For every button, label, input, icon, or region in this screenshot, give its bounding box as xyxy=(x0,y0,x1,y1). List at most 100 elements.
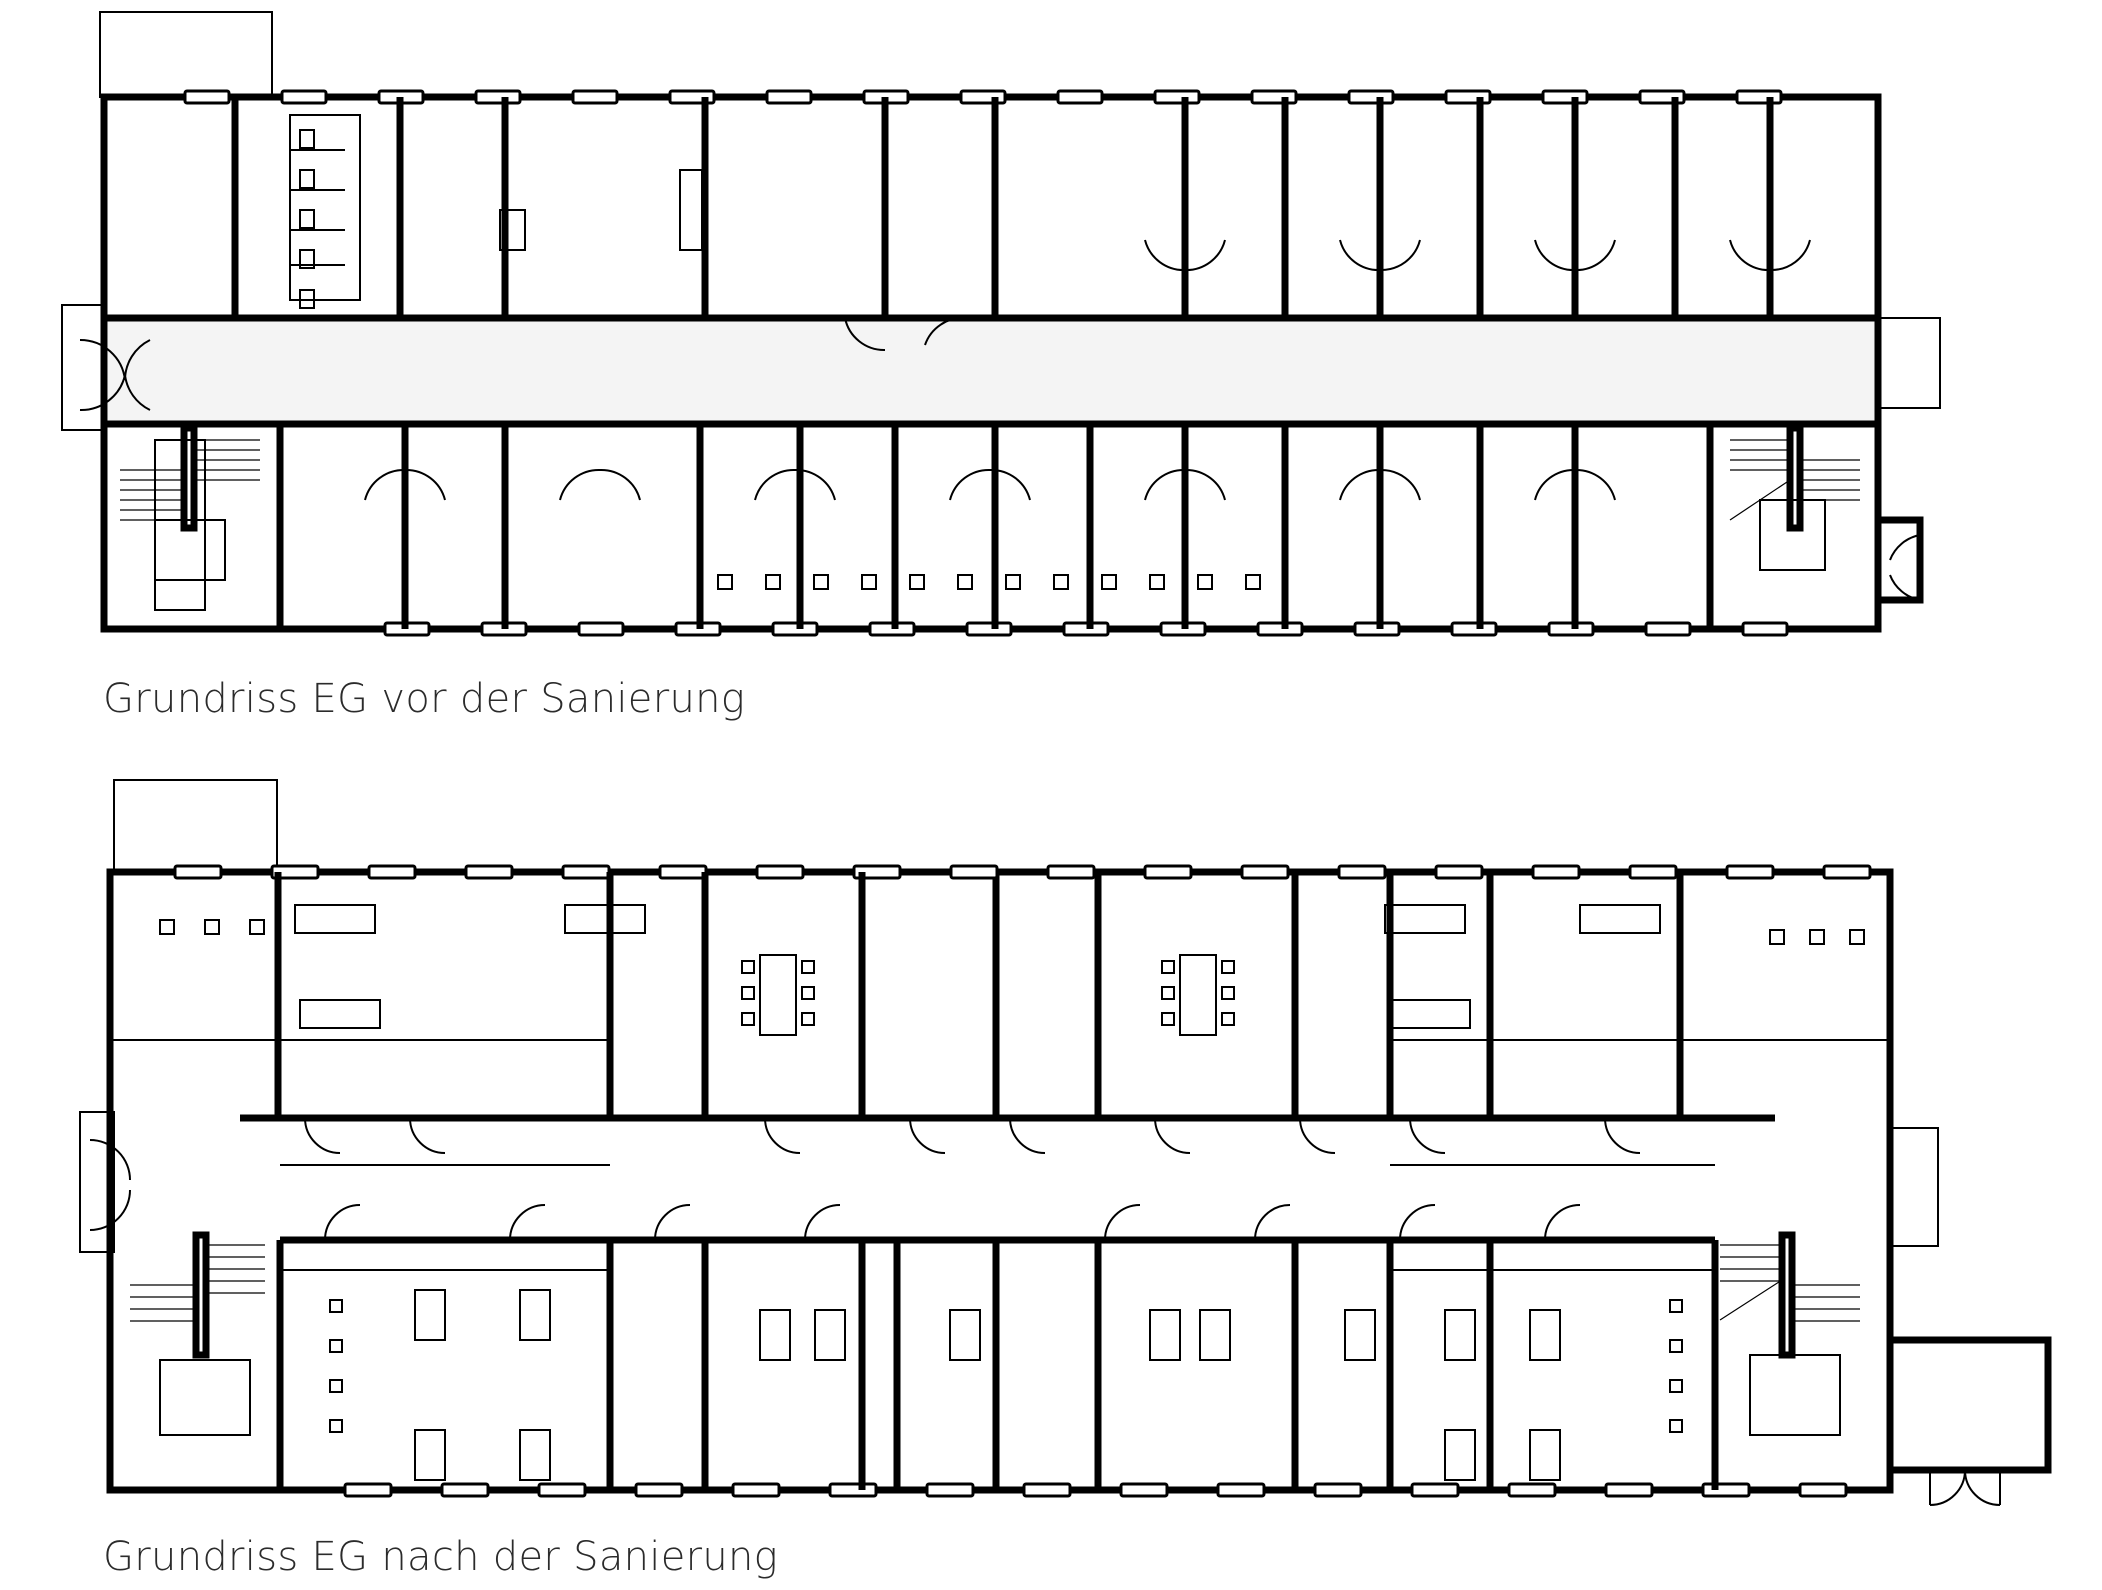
bed xyxy=(1529,1429,1561,1481)
window xyxy=(731,1482,781,1498)
window xyxy=(561,864,611,880)
door-swing xyxy=(409,1117,446,1154)
door-swing xyxy=(1399,1204,1436,1241)
chair xyxy=(1161,986,1175,1000)
furniture-item xyxy=(329,1339,343,1353)
entrance-bay-left-after xyxy=(79,1111,115,1253)
bed xyxy=(1199,1309,1231,1361)
bed xyxy=(294,904,376,934)
furniture-item xyxy=(1197,574,1213,590)
furniture-item xyxy=(204,919,220,935)
furniture-item xyxy=(1053,574,1069,590)
window xyxy=(1240,864,1290,880)
window xyxy=(1450,621,1498,637)
floor-plan-after xyxy=(79,779,2052,1506)
doors-after xyxy=(89,1117,1641,1241)
furniture-before xyxy=(299,129,1261,590)
double-door xyxy=(1534,239,1616,272)
furniture-item xyxy=(1005,574,1021,590)
vestibule-right-before xyxy=(1878,516,1924,604)
windows-north-after xyxy=(173,864,1872,880)
window xyxy=(1531,864,1581,880)
door-swing xyxy=(1604,1117,1641,1154)
furniture-item xyxy=(861,574,877,590)
window xyxy=(1347,89,1395,105)
door-swing xyxy=(324,1204,361,1241)
bed xyxy=(299,999,381,1029)
door-swing xyxy=(1154,1117,1191,1154)
furniture-item xyxy=(1669,1419,1683,1433)
window xyxy=(440,1482,490,1498)
doors-before xyxy=(79,239,1811,501)
double-door xyxy=(949,468,1031,501)
window xyxy=(343,1482,393,1498)
window xyxy=(965,621,1013,637)
caption-before: Grundriss EG vor der Sanierung xyxy=(103,676,746,722)
window xyxy=(1119,1482,1169,1498)
chair xyxy=(1161,960,1175,974)
window xyxy=(183,89,231,105)
toilet-fixture xyxy=(299,249,315,269)
door-swing xyxy=(304,1117,341,1154)
window xyxy=(1062,621,1110,637)
corridor-door xyxy=(844,316,966,352)
furniture-after xyxy=(159,904,1865,1481)
dining-table xyxy=(1179,954,1217,1036)
corridor-before xyxy=(108,318,1878,424)
bed xyxy=(1344,1309,1376,1361)
window xyxy=(658,864,708,880)
window xyxy=(577,621,625,637)
dining-table xyxy=(759,954,797,1036)
staircase-left-after xyxy=(130,1231,265,1436)
window xyxy=(1313,1482,1363,1498)
double-door xyxy=(1339,239,1421,272)
door-swing xyxy=(1009,1117,1046,1154)
window xyxy=(1701,1482,1751,1498)
annex-right-before xyxy=(1877,317,1941,409)
window xyxy=(771,621,819,637)
door-swing xyxy=(1254,1204,1291,1241)
window xyxy=(765,89,813,105)
window xyxy=(1046,864,1096,880)
furniture-item xyxy=(957,574,973,590)
chair xyxy=(741,960,755,974)
bed xyxy=(759,1309,791,1361)
window xyxy=(755,864,805,880)
window xyxy=(1143,864,1193,880)
door-swing xyxy=(804,1204,841,1241)
window xyxy=(173,864,223,880)
door-swing xyxy=(509,1204,546,1241)
furniture-item xyxy=(159,919,175,935)
furniture-item xyxy=(1149,574,1165,590)
window xyxy=(367,864,417,880)
toilet-fixture xyxy=(299,289,315,309)
chair xyxy=(1221,986,1235,1000)
furniture-item xyxy=(249,919,265,935)
chair xyxy=(801,986,815,1000)
window xyxy=(1741,621,1789,637)
furniture-item xyxy=(1245,574,1261,590)
chair xyxy=(801,960,815,974)
chair xyxy=(741,986,755,1000)
window xyxy=(1507,1482,1557,1498)
window xyxy=(634,1482,684,1498)
window xyxy=(1056,89,1104,105)
annex-before xyxy=(99,11,273,98)
chair xyxy=(1221,960,1235,974)
chair xyxy=(1161,1012,1175,1026)
door-swing xyxy=(1409,1117,1446,1154)
double-door xyxy=(754,468,836,501)
window xyxy=(1022,1482,1072,1498)
door-swing xyxy=(909,1117,946,1154)
window xyxy=(280,89,328,105)
bed xyxy=(564,904,646,934)
furniture-item xyxy=(1669,1379,1683,1393)
entrance-bay-left-before xyxy=(61,304,105,431)
window xyxy=(1410,1482,1460,1498)
furniture-item xyxy=(329,1419,343,1433)
window xyxy=(1250,89,1298,105)
windows-south-after xyxy=(343,1482,1848,1498)
chair xyxy=(801,1012,815,1026)
bed xyxy=(1579,904,1661,934)
